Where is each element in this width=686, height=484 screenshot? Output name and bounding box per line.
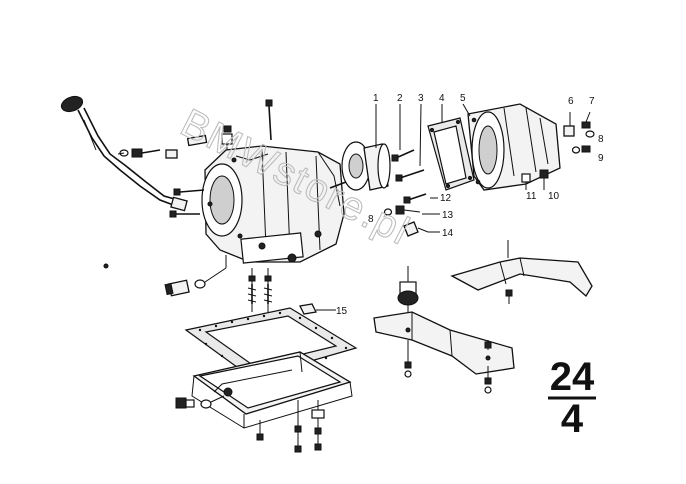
callout-8-top: 8: [598, 134, 604, 145]
callout-11: 11: [526, 191, 537, 202]
clip-part-15: [299, 303, 332, 315]
extension-gasket: [427, 117, 475, 191]
bolt-14: [403, 221, 429, 237]
dipstick-tube: [60, 95, 188, 212]
transmission-mount: [397, 266, 419, 326]
bolt-3: [395, 169, 425, 182]
output-flange: [329, 141, 391, 191]
callout-5: 5: [460, 93, 466, 104]
callout-7: 7: [589, 96, 595, 107]
extension-housing: [467, 103, 561, 191]
oil-pan: [191, 351, 353, 429]
drain-plug: [175, 395, 225, 409]
callout-6: 6: [568, 96, 574, 107]
callout-2: 2: [397, 93, 403, 104]
crossmember-fasteners: [404, 340, 492, 394]
callout-9: 9: [598, 153, 604, 164]
heat-shield-bracket: [450, 240, 593, 304]
callout-4: 4: [439, 93, 445, 104]
sub-number: 4: [561, 397, 584, 441]
crossmember: [373, 311, 515, 375]
long-bolt-top: [265, 99, 273, 141]
parts-10-11: [521, 169, 549, 190]
bolt-12: [403, 193, 427, 204]
switch-sensor: [164, 255, 227, 297]
callout-3: 3: [418, 93, 424, 104]
bolt-washer-set-left: [117, 134, 208, 159]
callout-labels: 1 2 3 4 5 6 7 8 9 10 11 12 8 13 14 15: [336, 93, 604, 317]
callout-1: 1: [373, 93, 379, 104]
group-number: 24: [550, 355, 595, 399]
callout-14: 14: [442, 228, 454, 239]
screws-center: [247, 268, 273, 312]
pan-bolts: [256, 400, 325, 453]
callout-12: 12: [440, 193, 452, 204]
leader-lines: [332, 103, 471, 311]
callout-8-left: 8: [368, 214, 374, 225]
transmission-housing: [103, 145, 345, 269]
bolt-13: [383, 205, 421, 216]
parts-6-9: [563, 111, 595, 154]
callout-13: 13: [442, 210, 454, 221]
bolt-2: [391, 149, 415, 162]
callout-15: 15: [336, 306, 348, 317]
callout-10: 10: [548, 191, 560, 202]
group-number-badge: 24 4: [548, 355, 596, 441]
